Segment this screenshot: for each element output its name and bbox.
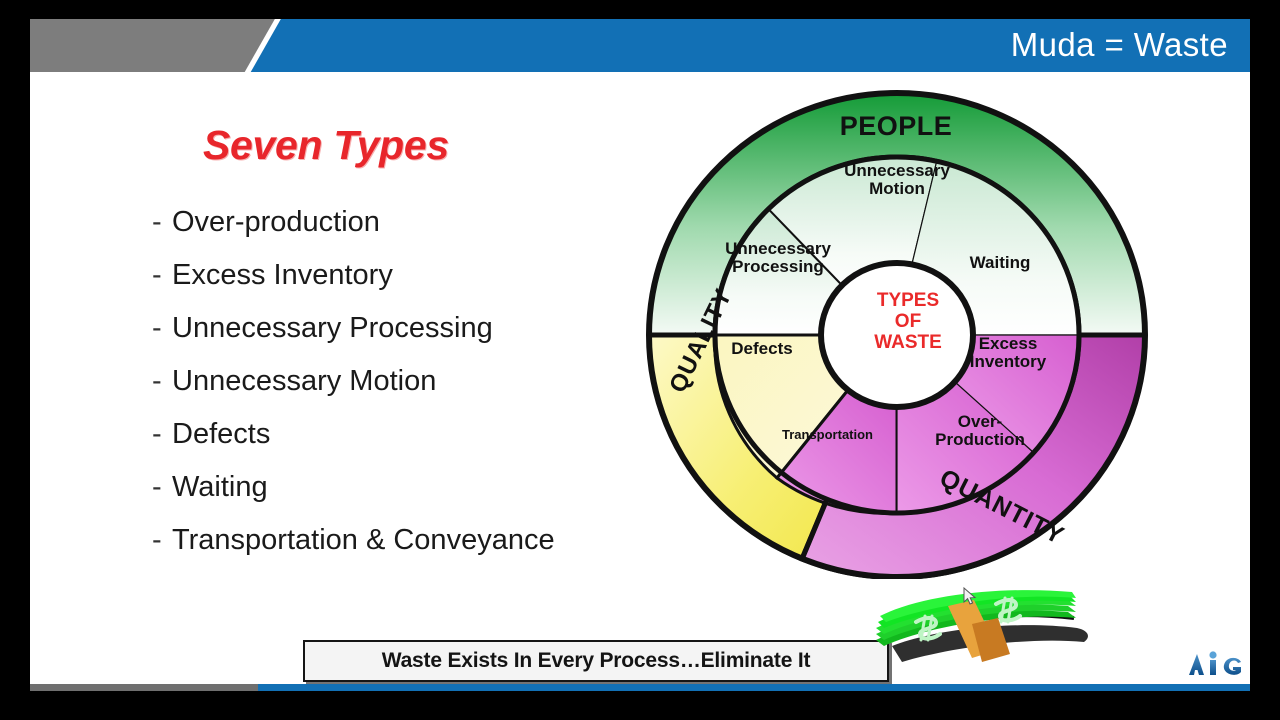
wheel-core-circle <box>818 260 976 410</box>
list-item: -Excess Inventory <box>152 249 672 302</box>
wheel-svg <box>646 90 1148 579</box>
list-item-label: Over-production <box>172 206 380 238</box>
inner-ring-label-excess-inventory: Excess Inventory <box>969 334 1047 371</box>
list-bullet: - <box>152 418 162 450</box>
money-band <box>948 600 1010 662</box>
center-line-3: WASTE <box>874 332 942 353</box>
section-heading: Seven Types <box>203 122 449 168</box>
wheel-outer-outline <box>646 90 1148 579</box>
list-item-label: Waiting <box>172 471 268 503</box>
list-item-label: Defects <box>172 418 271 450</box>
inner-ring-label-unnecessary-processing: Unnecessary Processing <box>725 239 831 276</box>
types-of-waste-wheel-diagram: PEOPLE QUALITY QUANTITY Unnecessary Moti… <box>645 90 1149 579</box>
list-bullet: - <box>152 206 162 238</box>
page-title: Muda = Waste <box>1010 26 1228 63</box>
center-line-2: OF <box>894 311 922 332</box>
inner-ring-label-unnecessary-motion: Unnecessary Motion <box>844 161 950 198</box>
inner-ring-label-waiting: Waiting <box>969 253 1031 272</box>
list-item-label: Unnecessary Motion <box>172 365 437 397</box>
list-item: -Unnecessary Processing <box>152 302 672 355</box>
list-bullet: - <box>152 312 162 344</box>
inner-ring-label-defects: Defects <box>731 339 793 358</box>
divider-quality-quantity <box>799 498 830 560</box>
aig-logo-svg <box>1189 651 1241 675</box>
inner-ring-label-over-production: Over-Production <box>935 412 1025 449</box>
caption-box: Waste Exists In Every Process…Eliminate … <box>303 640 889 682</box>
outer-ring-label-people: PEOPLE <box>839 111 953 141</box>
inner-ring-label-transportation: Transportation <box>781 427 873 442</box>
wheel-center-label: TYPES OF WASTE <box>858 290 958 353</box>
footer-gray-block <box>30 684 258 691</box>
list-bullet: - <box>152 365 162 397</box>
list-item: -Transportation & Conveyance <box>152 514 672 567</box>
slide-footer <box>30 684 1250 691</box>
list-item: -Waiting <box>152 461 672 514</box>
money-stack-svg <box>876 590 1088 662</box>
mouse-cursor-icon <box>963 586 977 607</box>
aig-logo <box>1186 650 1244 678</box>
list-item-label: Transportation & Conveyance <box>172 524 555 556</box>
wheel-middle-outline <box>712 154 1082 516</box>
header-gray-block <box>30 19 280 72</box>
dollar-signs <box>914 596 1022 642</box>
list-item: -Defects <box>152 408 672 461</box>
slide-header: Muda = Waste <box>30 19 1250 72</box>
caption-text: Waste Exists In Every Process…Eliminate … <box>381 649 811 672</box>
header-blue-block <box>245 19 1250 72</box>
list-bullet: - <box>152 471 162 503</box>
waste-type-list: -Over-production -Excess Inventory -Unne… <box>152 196 672 567</box>
footer-blue-block <box>258 684 1250 691</box>
list-bullet: - <box>152 524 162 556</box>
list-bullet: - <box>152 259 162 291</box>
money-stack-icon <box>862 584 1124 680</box>
list-item-label: Excess Inventory <box>172 259 393 291</box>
list-item: -Over-production <box>152 196 672 249</box>
list-item: -Unnecessary Motion <box>152 355 672 408</box>
center-line-1: TYPES <box>876 290 940 311</box>
list-item-label: Unnecessary Processing <box>172 312 493 344</box>
